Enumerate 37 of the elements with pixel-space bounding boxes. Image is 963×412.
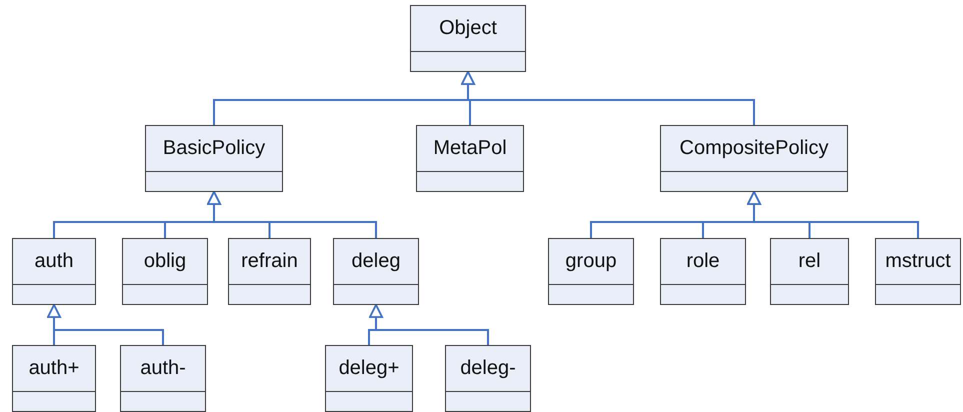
class-name: oblig	[144, 250, 186, 273]
class-name: Object	[439, 17, 497, 40]
class-name: rel	[798, 250, 821, 273]
class-name: mstruct	[885, 250, 951, 273]
class-box	[145, 125, 283, 192]
class-box	[548, 238, 634, 305]
class-box	[122, 238, 208, 305]
class-box	[875, 238, 961, 305]
inheritance-arrow	[461, 71, 755, 125]
class-box	[12, 238, 96, 305]
inheritance-arrow	[369, 304, 489, 345]
class-name: auth+	[28, 357, 80, 380]
inheritance-arrow	[207, 191, 377, 238]
class-name: deleg	[352, 250, 400, 273]
class-box	[228, 238, 311, 305]
class-name: group	[565, 250, 617, 273]
class-name: refrain	[241, 250, 298, 273]
class-name: auth	[34, 250, 74, 273]
class-box	[445, 345, 531, 412]
class-name: auth-	[140, 357, 186, 380]
class-name: deleg+	[338, 357, 400, 380]
class-box	[325, 345, 413, 412]
class-name: deleg-	[460, 357, 516, 380]
class-box	[120, 345, 206, 412]
class-box	[410, 5, 526, 72]
class-name: MetaPol	[433, 137, 507, 160]
class-box	[333, 238, 419, 305]
class-box	[660, 125, 848, 192]
inheritance-arrow	[747, 191, 919, 238]
class-box	[770, 238, 849, 305]
class-box	[416, 125, 524, 192]
class-box	[12, 345, 96, 412]
class-name: BasicPolicy	[162, 137, 266, 160]
class-name: role	[686, 250, 720, 273]
class-name: CompositePolicy	[680, 137, 828, 160]
class-box	[660, 238, 746, 305]
inheritance-arrow	[47, 304, 164, 345]
